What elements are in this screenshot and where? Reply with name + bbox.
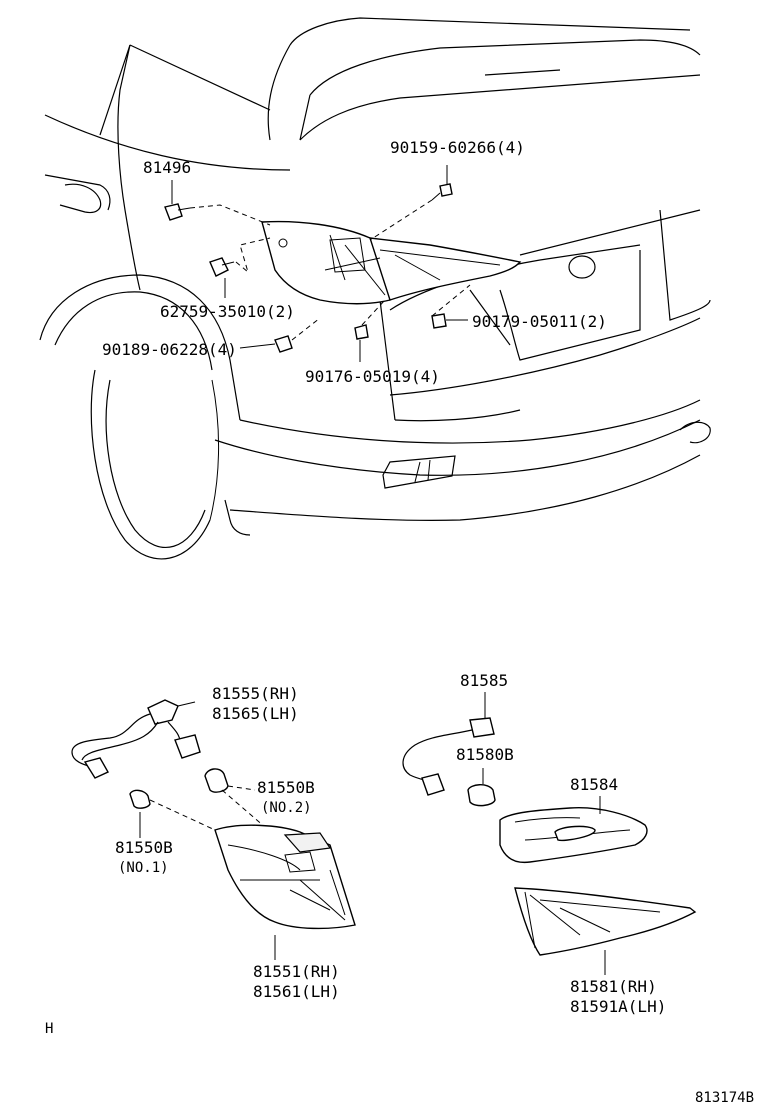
callout-81565: 81565(LH) [212,704,299,723]
clip-81496-icon [164,203,191,221]
bulb-81550b-no2-icon [204,768,229,793]
nut-90189-icon [274,335,293,353]
tail-lamp-installed [261,220,522,305]
callout-90189: 90189-06228(4) [102,340,237,359]
gasket-81584-icon [499,807,648,864]
callout-62759: 62759-35010(2) [160,302,295,321]
callout-81551: 81551(RH) [253,962,340,981]
callout-81550b-no1: 81550B [115,838,173,857]
socket-wire-81555-icon [71,699,201,779]
vehicle-rear-body [39,17,711,560]
callout-81555: 81555(RH) [212,684,299,703]
screw-90159-icon [431,183,453,201]
callout-81580b: 81580B [456,745,514,764]
grommet-62759-icon [209,257,235,277]
tail-lamp-81551-icon [214,824,356,930]
bulb-81550b-no1-icon [129,789,151,809]
bulb-81580b-icon [467,784,496,807]
callout-81591a: 81591A(LH) [570,997,666,1016]
socket-81585-icon [402,717,495,796]
callout-81550b-no2: 81550B [257,778,315,797]
footer-code: 813174B [695,1090,754,1106]
callout-no1: (NO.1) [118,860,169,876]
callout-90179: 90179-05011(2) [472,312,607,331]
callout-90159: 90159-60266(4) [390,138,525,157]
callout-no2: (NO.2) [261,800,312,816]
callout-81581: 81581(RH) [570,977,657,996]
callout-81585: 81585 [460,671,508,690]
callout-81561: 81561(LH) [253,982,340,1001]
nut-90179-icon [431,313,447,329]
vehicle-fasteners [164,165,471,362]
footer-mark: H [45,1021,53,1037]
nut-90176-icon [354,324,369,340]
callout-81584: 81584 [570,775,618,794]
callout-81496: 81496 [143,158,191,177]
callout-90176: 90176-05019(4) [305,367,440,386]
lamp-81581-icon [514,887,697,956]
